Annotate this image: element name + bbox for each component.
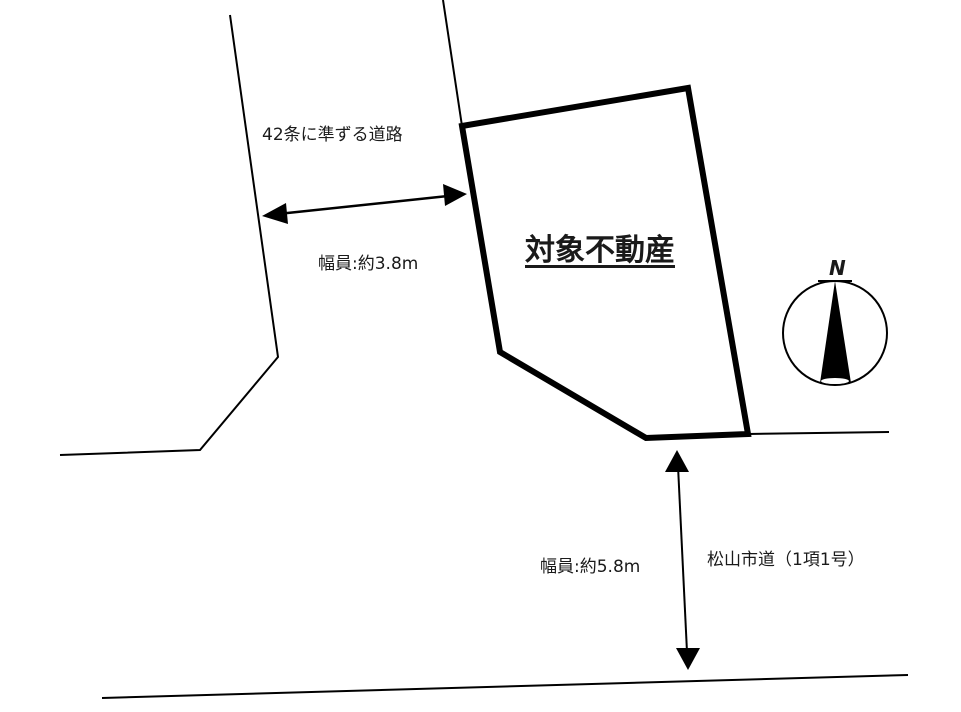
side-road-width-label: 幅員:約3.8m: [318, 254, 419, 274]
front-road-lower-edge: [101, 674, 909, 699]
side-road-right-edge: [442, 0, 463, 127]
front-road-upper-edge: [747, 431, 890, 435]
north-letter: N: [829, 256, 846, 280]
side-road-left-edge: [59, 14, 280, 456]
front-road-name: 松山市道（1項1号）: [707, 550, 865, 570]
front-road-width-label: 幅員:約5.8m: [540, 557, 641, 577]
side-road-width-arrow-icon: [262, 184, 467, 224]
compass-north-label: N: [829, 258, 846, 278]
front-road-width-arrow-icon: [665, 450, 700, 670]
side-road-name: 42条に準ずる道路: [262, 125, 403, 145]
north-compass-icon: [782, 280, 888, 386]
property-title: 対象不動産: [525, 233, 675, 268]
property-boundary: [458, 84, 752, 442]
